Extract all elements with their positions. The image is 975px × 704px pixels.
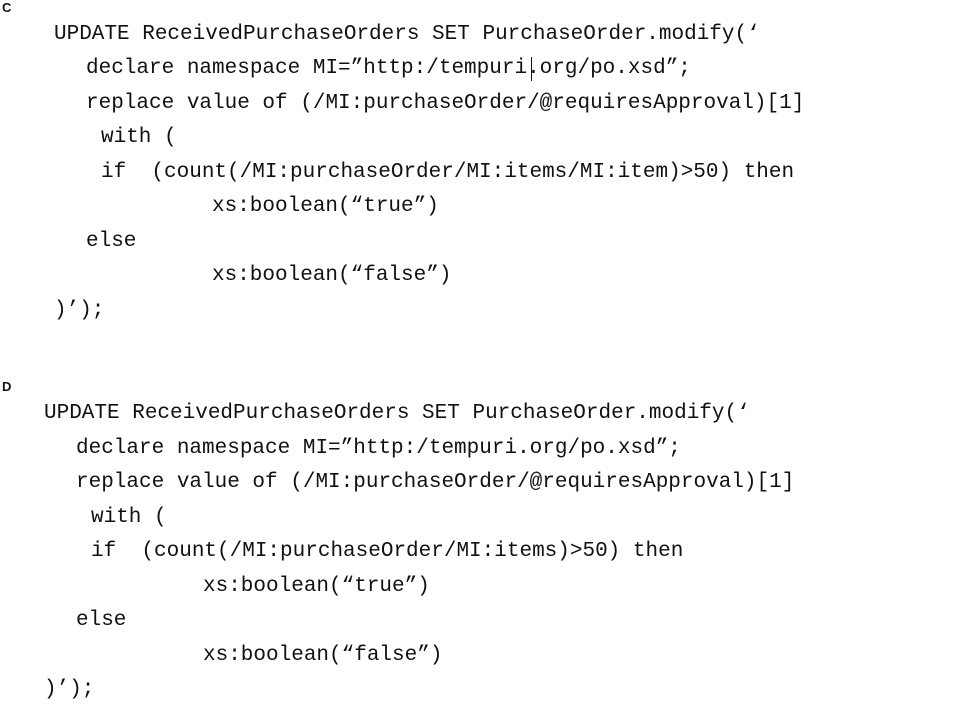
option-c-line-9: )’);	[54, 299, 105, 322]
option-d-label: D	[2, 379, 12, 394]
option-c-line-2: declare namespace MI=”http:/tempuri.org/…	[86, 57, 691, 80]
option-c-line-7: else	[86, 230, 137, 253]
option-c-line-8: xs:boolean(“false”)	[212, 264, 452, 287]
option-d-line-6: xs:boolean(“true”)	[203, 575, 430, 598]
option-c-line-6: xs:boolean(“true”)	[212, 195, 439, 218]
option-d-line-3: replace value of (/MI:purchaseOrder/@req…	[76, 471, 795, 494]
option-d-line-1: UPDATE ReceivedPurchaseOrders SET Purcha…	[44, 402, 750, 425]
option-d-line-5: if (count(/MI:purchaseOrder/MI:items)>50…	[91, 540, 684, 563]
option-d-line-2: declare namespace MI=”http:/tempuri.org/…	[76, 437, 681, 460]
option-d-line-8: xs:boolean(“false”)	[203, 644, 443, 667]
option-d-line-7: else	[76, 609, 127, 632]
option-c-label: C	[2, 0, 12, 15]
option-c-line-5: if (count(/MI:purchaseOrder/MI:items/MI:…	[101, 161, 795, 184]
option-c-line-3: replace value of (/MI:purchaseOrder/@req…	[86, 92, 805, 115]
option-c-line-1: UPDATE ReceivedPurchaseOrders SET Purcha…	[54, 23, 760, 46]
option-d-line-9: )’);	[44, 678, 95, 701]
option-c-line-4: with (	[101, 126, 177, 149]
option-d-line-4: with (	[91, 506, 167, 529]
text-cursor	[531, 57, 532, 81]
